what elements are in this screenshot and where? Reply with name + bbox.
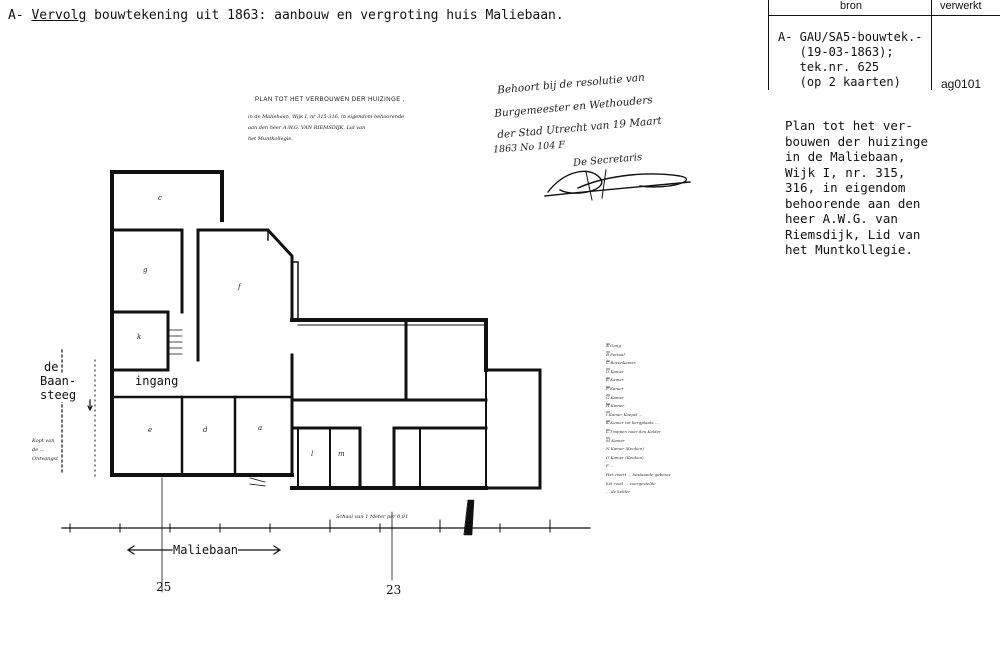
room-label-f: f (238, 283, 241, 291)
house-number-25: 25 (156, 580, 172, 594)
column-header-bron: bron (840, 0, 863, 12)
room-label-m: m (338, 450, 345, 458)
heading-underlined: Vervolg (31, 8, 87, 23)
room-label-l: l (311, 450, 314, 458)
room-label-a: a (258, 424, 263, 432)
source-table: bron verwerkt (768, 0, 1000, 90)
bron-cell: A- GAU/SA5-bouwtek.- (19-03-1863); tek.n… (778, 30, 923, 89)
baansteeg-label-1: de (44, 360, 59, 374)
maliebaan-label: Maliebaan (173, 543, 239, 557)
baansteeg-label-3: steeg (40, 388, 77, 402)
heading-rest: bouwtekening uit 1863: aanbouw en vergro… (94, 8, 564, 23)
plan-legend: A Gang B Portaal C Bovenkamer D Kamer E … (606, 343, 671, 495)
room-label-k: k (137, 333, 142, 341)
heading-prefix: A- (8, 8, 24, 23)
document-heading: A- Vervolg bouwtekening uit 1863: aanbou… (8, 8, 564, 23)
column-header-verwerkt: verwerkt (940, 0, 982, 12)
room-label-g: g (143, 266, 148, 274)
baansteeg-label-2: Baan- (40, 374, 77, 388)
house-number-23: 23 (386, 583, 402, 597)
room-label-e: e (148, 426, 153, 434)
room-label-c: c (158, 194, 162, 202)
signature-flourish (544, 170, 691, 197)
scale-note: Schaal van 1 Meter per 0,01 (336, 514, 409, 520)
ingang-label: ingang (135, 374, 179, 388)
plan-description: Plan tot het ver- bouwen der huizinge in… (785, 118, 928, 257)
plan-subtitle: in de Maliebaan, Wijk I, nr 315-316, in … (248, 114, 405, 142)
left-margin-note: Kopt van de ... Ontvangst (32, 438, 59, 462)
plan-title: PLAN TOT HET VERBOUWEN DER HUIZINGE , (255, 97, 406, 103)
verwerkt-cell: ag0101 (941, 77, 982, 91)
room-label-d: d (203, 426, 208, 434)
